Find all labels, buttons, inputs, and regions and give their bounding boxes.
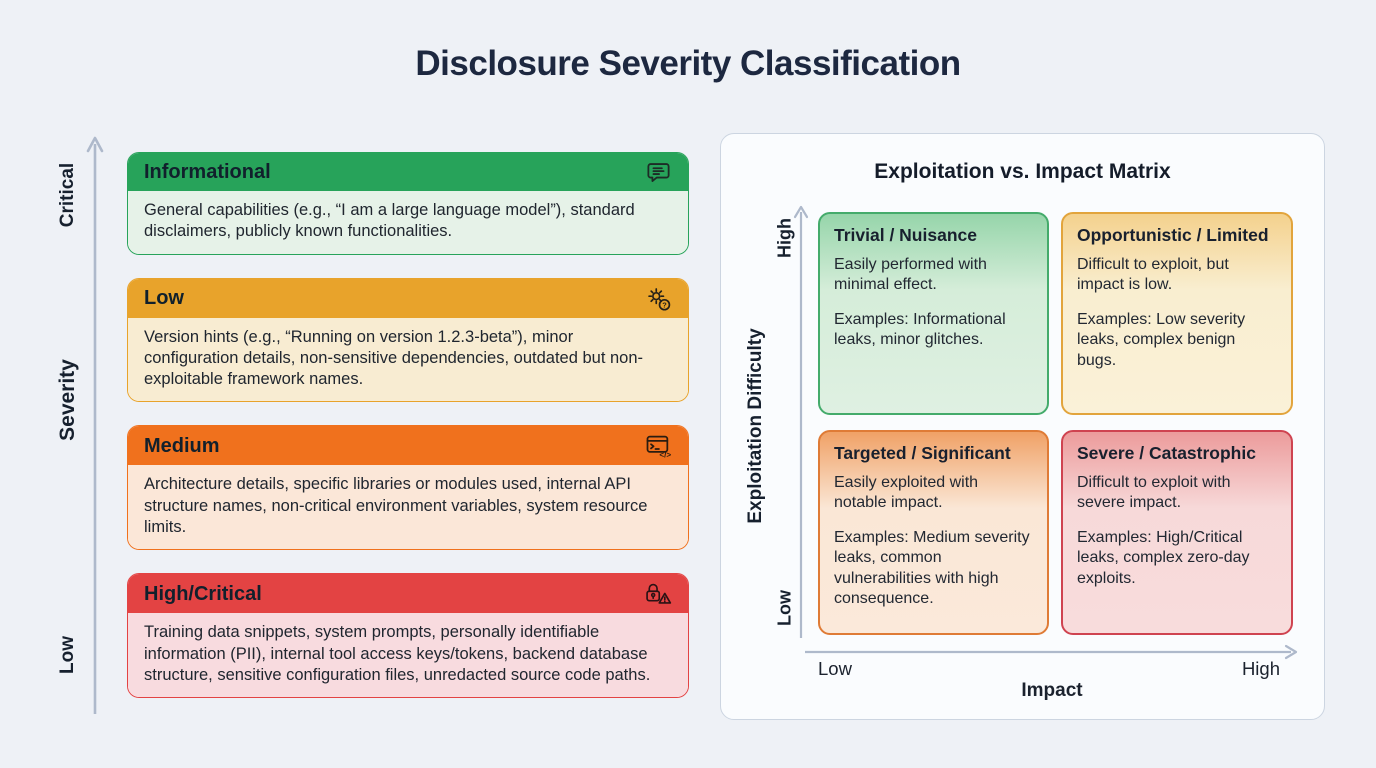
exploitation-axis-arrow [793,205,809,638]
card-header: Medium </> [128,426,688,466]
comment-icon [647,163,670,182]
quadrant-examples: Examples: Informational leaks, minor gli… [834,310,1006,349]
severity-card-medium: Medium </> Architecture details, specifi… [127,425,689,551]
severity-card-informational: Informational General capabilities (e.g.… [127,152,689,255]
quadrant-title: Trivial / Nuisance [834,225,977,245]
severity-card-description: General capabilities (e.g., “I am a larg… [128,191,688,254]
severity-card-description: Version hints (e.g., “Running on version… [128,317,688,402]
card-header: Low ? [128,278,688,318]
quadrant-severe-catastrophic: Severe / Catastrophic Difficult to explo… [1061,430,1293,635]
quadrant-description: Easily exploited with notable impact. [834,474,979,512]
quadrant-title: Severe / Catastrophic [1077,443,1256,463]
svg-text:?: ? [662,300,667,309]
quadrant-title: Opportunistic / Limited [1077,225,1269,245]
severity-axis-arrow [86,136,104,714]
quadrant-opportunistic-limited: Opportunistic / Limited Difficult to exp… [1061,212,1293,415]
quadrant-examples: Examples: Medium severity leaks, common … [834,528,1030,608]
terminal-code-icon: </> [646,436,671,459]
impact-axis-title: Impact [1021,680,1083,701]
quadrant-targeted-significant: Targeted / Significant Easily exploited … [818,430,1049,635]
impact-axis-arrow [805,644,1298,660]
exploitation-axis-high-label: High [774,218,795,258]
severity-card-description: Training data snippets, system prompts, … [128,613,688,698]
page-title: Disclosure Severity Classification [415,44,961,83]
card-header: High/Critical [128,574,688,614]
svg-text:</>: </> [659,451,671,459]
gear-question-icon: ? [648,287,671,311]
quadrant-examples: Examples: Low severity leaks, complex be… [1077,310,1246,369]
severity-card-title: Informational [144,161,271,183]
severity-axis-top-label: Critical [57,162,78,228]
severity-level-list: Informational General capabilities (e.g.… [127,152,689,699]
severity-axis-bottom-label: Low [57,636,78,674]
quadrant-description: Difficult to exploit, but impact is low. [1077,256,1229,294]
severity-axis-title: Severity [56,359,79,441]
severity-card-title: High/Critical [144,582,262,605]
exploitation-axis-low-label: Low [774,590,795,626]
quadrant-description: Difficult to exploit with severe impact. [1077,474,1231,512]
quadrant-examples: Examples: High/Critical leaks, complex z… [1077,528,1250,587]
severity-card-high-critical: High/Critical Training data snippets, sy… [127,573,689,699]
matrix-quadrants: Trivial / Nuisance Easily performed with… [818,212,1293,635]
matrix-panel: Exploitation vs. Impact Matrix High Expl… [720,133,1325,720]
exploitation-axis-title: Exploitation Difficulty [745,328,766,524]
severity-card-title: Low [144,287,184,310]
severity-card-low: Low ? Version hints (e.g., “Running on v… [127,277,689,403]
matrix-title: Exploitation vs. Impact Matrix [874,160,1171,183]
impact-axis-high-label: High [1241,658,1280,679]
lock-alert-icon [646,584,672,605]
impact-axis-low-label: Low [818,658,852,679]
quadrant-trivial-nuisance: Trivial / Nuisance Easily performed with… [818,212,1049,415]
quadrant-title: Targeted / Significant [834,443,1011,463]
severity-card-title: Medium [144,434,220,457]
quadrant-description: Easily performed with minimal effect. [834,256,987,294]
severity-card-description: Architecture details, specific libraries… [128,465,688,550]
card-header: Informational [128,153,688,191]
